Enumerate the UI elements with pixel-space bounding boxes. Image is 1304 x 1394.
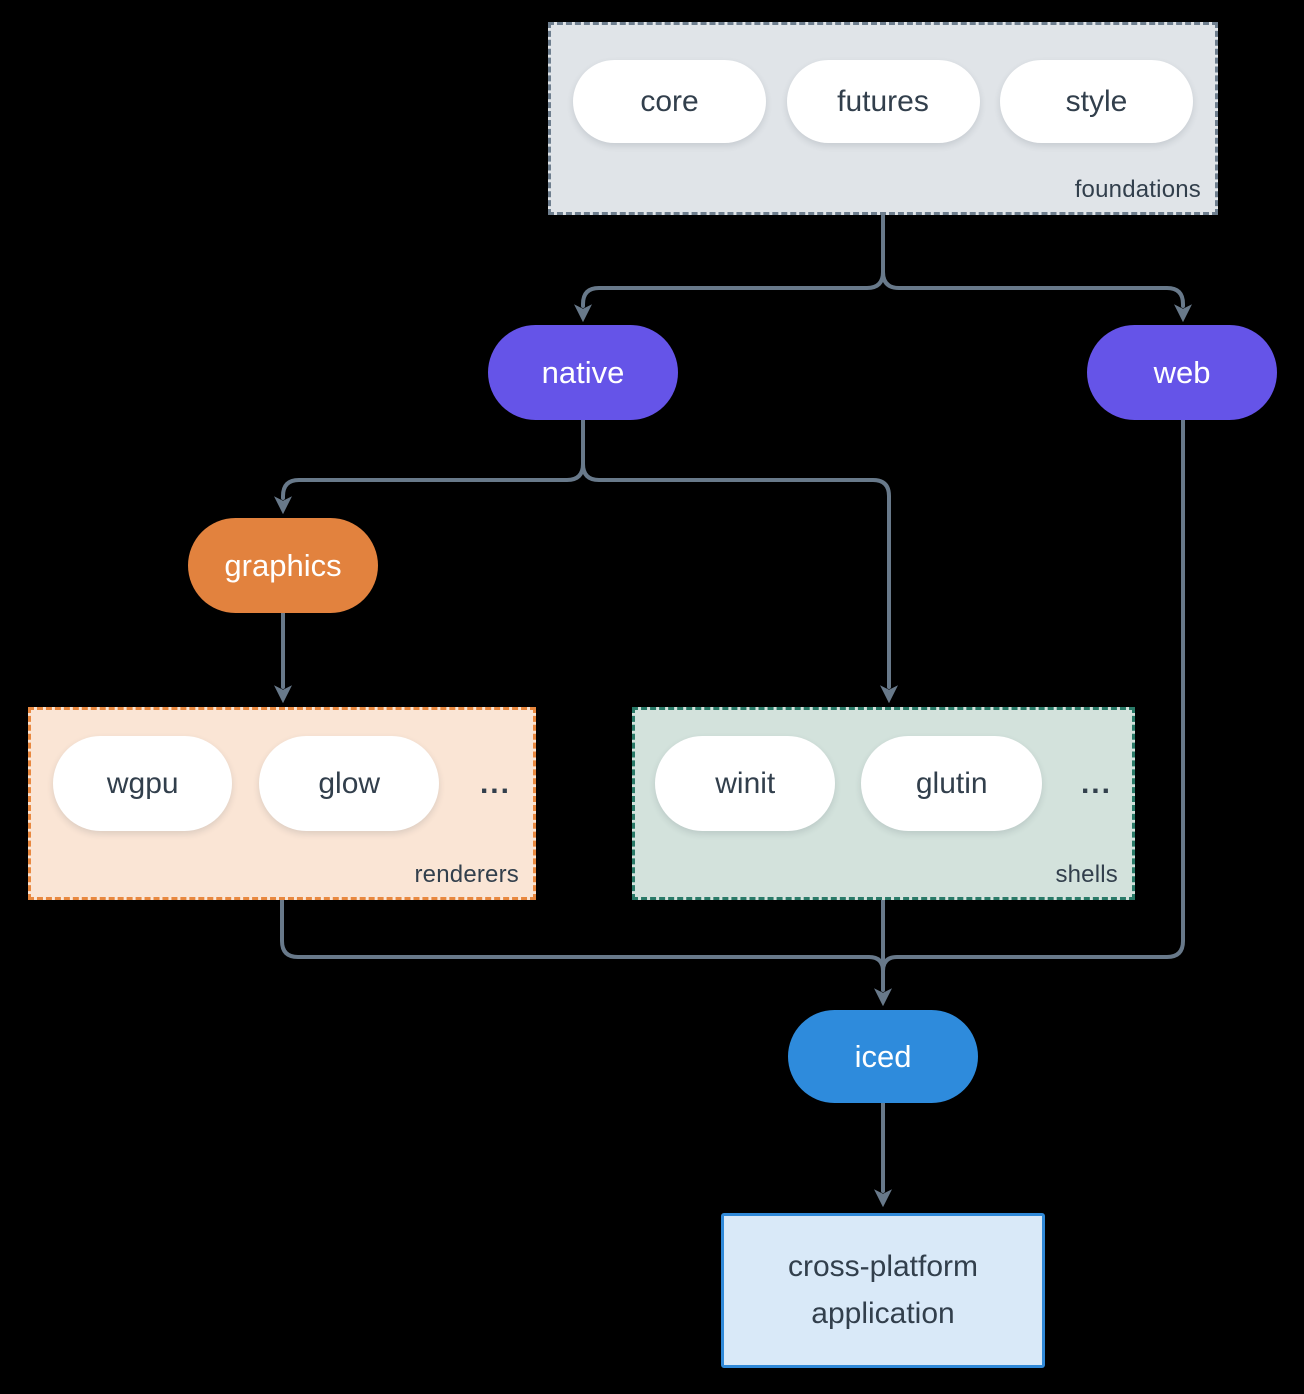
renderers-group: wgpu glow ... renderers: [28, 707, 536, 900]
shells-group-label: shells: [1055, 861, 1118, 888]
renderers-pills-row: wgpu glow ...: [31, 736, 533, 831]
node-web-label: web: [1153, 354, 1211, 390]
arrow-foundations-to-web: [881, 213, 1192, 323]
crate-winit: winit: [655, 736, 836, 831]
node-web: web: [1087, 325, 1277, 420]
renderers-group-label: renderers: [414, 861, 519, 888]
crate-core: core: [573, 60, 766, 143]
renderers-ellipsis: ...: [479, 766, 511, 800]
crate-wgpu: wgpu: [53, 736, 233, 831]
node-iced-label: iced: [854, 1038, 912, 1074]
crate-glow-label: glow: [318, 766, 381, 800]
node-graphics: graphics: [188, 518, 378, 613]
crate-glutin: glutin: [861, 736, 1042, 831]
crate-core-label: core: [640, 84, 699, 118]
foundations-group: core futures style foundations: [548, 22, 1218, 215]
foundations-pills-row: core futures style: [551, 60, 1215, 143]
shells-ellipsis: ...: [1080, 766, 1112, 800]
crate-wgpu-label: wgpu: [106, 766, 179, 800]
arrow-native-to-graphics: [274, 418, 585, 515]
shells-group: winit glutin ... shells: [632, 707, 1135, 900]
node-native: native: [488, 325, 678, 420]
crate-glow: glow: [259, 736, 439, 831]
arrow-native-to-shells: [581, 418, 898, 704]
crate-futures-label: futures: [837, 84, 929, 118]
crate-futures: futures: [786, 60, 980, 143]
node-cross-platform-application: cross-platform application: [721, 1213, 1045, 1368]
shells-pills-row: winit glutin ...: [635, 736, 1132, 831]
arrow-foundations-to-native: [574, 213, 885, 323]
node-cross-platform-application-label: cross-platform application: [787, 1250, 979, 1330]
crate-winit-label: winit: [715, 766, 776, 800]
node-native-label: native: [541, 354, 625, 390]
crate-style-label: style: [1065, 84, 1128, 118]
node-graphics-label: graphics: [224, 547, 342, 583]
crate-style: style: [1000, 60, 1193, 143]
node-iced: iced: [788, 1010, 978, 1103]
foundations-group-label: foundations: [1074, 176, 1201, 203]
wire-renderers-to-merge: [280, 898, 885, 973]
crate-glutin-label: glutin: [915, 766, 988, 800]
